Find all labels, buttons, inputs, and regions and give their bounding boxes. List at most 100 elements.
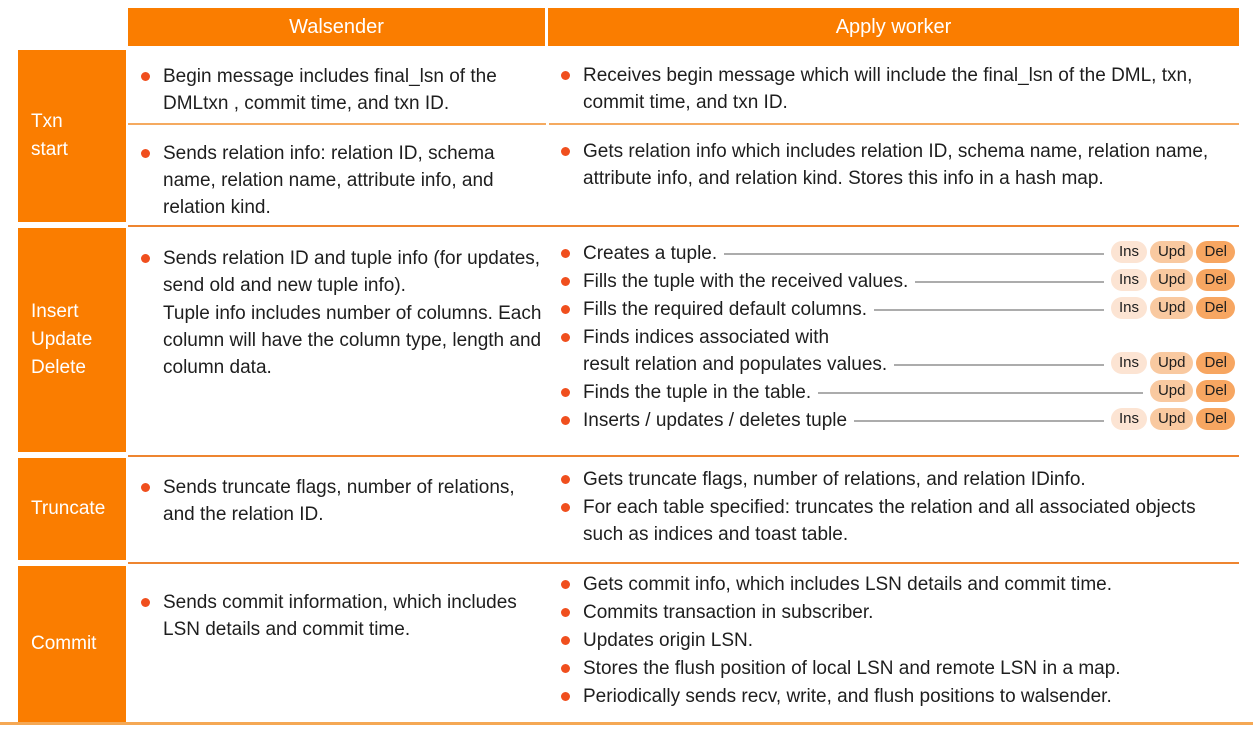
- cell-commit-walsender: Sends commit information, which includes…: [128, 564, 546, 722]
- cell-iud-walsender: Sends relation ID and tuple info (for up…: [128, 227, 546, 455]
- row-divider-major: [128, 455, 1239, 457]
- bullet-icon: [141, 483, 150, 492]
- column-header-walsender: Walsender: [128, 8, 545, 46]
- cell-txn-start-walsender-begin: Begin message includes final_lsn of the …: [128, 50, 546, 123]
- del-badge: Del: [1196, 269, 1235, 291]
- badge-group: Upd Del: [1149, 380, 1235, 402]
- badge-group: Ins Upd Del: [1110, 297, 1235, 319]
- list-item-text: Fills the tuple with the received values…: [583, 271, 909, 292]
- list-item-text: Gets truncate flags, number of relations…: [583, 469, 1086, 490]
- badge-list-item: Inserts / updates / deletes tuple Ins Up…: [558, 407, 1235, 434]
- list-item-text: Inserts / updates / deletes tuple: [583, 410, 848, 431]
- list-item: Gets commit info, which includes LSN det…: [558, 571, 1233, 598]
- list-item-text: Finds the tuple in the table.: [583, 382, 812, 403]
- table-bottom-line: [0, 722, 1253, 725]
- list-item-text: Creates a tuple.: [583, 243, 718, 264]
- bullet-icon: [561, 692, 570, 701]
- list-item: For each table specified: truncates the …: [558, 494, 1233, 548]
- ins-badge: Ins: [1110, 352, 1147, 374]
- column-header-apply-worker: Apply worker: [548, 8, 1239, 46]
- list-item: Sends commit information, which includes…: [138, 589, 542, 643]
- del-badge: Del: [1196, 408, 1235, 430]
- row-label-line: Txn: [31, 111, 63, 132]
- bullet-icon: [561, 388, 570, 397]
- badge-group: Ins Upd Del: [1110, 352, 1235, 374]
- row-label-commit: Commit: [18, 566, 126, 722]
- list-item: Stores the flush position of local LSN a…: [558, 655, 1233, 682]
- row-divider-major: [128, 562, 1239, 564]
- list-item-text: For each table specified: truncates the …: [583, 497, 1196, 545]
- badge-list-item: Finds the tuple in the table. Upd Del: [558, 379, 1235, 406]
- row-label-line: start: [31, 139, 68, 160]
- bullet-icon: [141, 72, 150, 81]
- cell-truncate-walsender: Sends truncate flags, number of relation…: [128, 457, 546, 562]
- row-label-txn-start: Txn start: [18, 50, 126, 222]
- list-item-text: Begin message includes final_lsn of the …: [163, 66, 497, 114]
- bullet-icon: [561, 608, 570, 617]
- del-badge: Del: [1196, 352, 1235, 374]
- badge-list-item: Finds indices associated with result rel…: [558, 324, 1235, 378]
- list-item: Sends truncate flags, number of relation…: [138, 474, 542, 528]
- upd-badge: Upd: [1149, 352, 1194, 374]
- del-badge: Del: [1196, 241, 1235, 263]
- bullet-icon: [561, 580, 570, 589]
- upd-badge: Upd: [1149, 269, 1194, 291]
- list-item-text: Periodically sends recv, write, and flus…: [583, 686, 1112, 707]
- list-item: Periodically sends recv, write, and flus…: [558, 683, 1233, 710]
- del-badge: Del: [1196, 380, 1235, 402]
- paragraph-text: Tuple info includes number of columns. E…: [163, 303, 542, 378]
- list-item: Updates origin LSN.: [558, 627, 1233, 654]
- list-item-text: Gets commit info, which includes LSN det…: [583, 574, 1113, 595]
- badge-list-item: Fills the required default columns. Ins …: [558, 296, 1235, 323]
- upd-badge: Upd: [1149, 380, 1194, 402]
- list-item: Commits transaction in subscriber.: [558, 599, 1233, 626]
- badge-group: Ins Upd Del: [1110, 408, 1235, 430]
- ins-badge: Ins: [1110, 241, 1147, 263]
- badge-item-left: Finds indices associated with result rel…: [558, 324, 887, 378]
- badge-item-left: Fills the tuple with the received values…: [558, 268, 908, 295]
- row-label-line: Delete: [31, 357, 86, 378]
- badge-item-left: Fills the required default columns.: [558, 296, 867, 323]
- cell-truncate-apply: Gets truncate flags, number of relations…: [549, 457, 1239, 562]
- cell-iud-apply: Creates a tuple. Ins Upd Del Fills the t…: [549, 227, 1239, 455]
- list-item-text: Sends relation info: relation ID, schema…: [163, 143, 495, 218]
- ins-badge: Ins: [1110, 408, 1147, 430]
- list-item-text: Gets relation info which includes relati…: [583, 141, 1209, 189]
- row-divider-major: [128, 225, 1239, 227]
- connector-line: [915, 281, 1104, 283]
- row-label-line: Truncate: [31, 498, 106, 519]
- badge-item-left: Inserts / updates / deletes tuple: [558, 407, 847, 434]
- cell-txn-start-apply-relation: Gets relation info which includes relati…: [549, 125, 1239, 225]
- list-item-text: Updates origin LSN.: [583, 630, 754, 651]
- bullet-icon: [561, 305, 570, 314]
- bullet-icon: [141, 254, 150, 263]
- bullet-icon: [561, 71, 570, 80]
- bullet-icon: [561, 664, 570, 673]
- list-item-text-line: result relation and populates values.: [583, 354, 888, 375]
- upd-badge: Upd: [1149, 241, 1194, 263]
- bullet-icon: [561, 503, 570, 512]
- connector-line: [818, 392, 1143, 394]
- ins-badge: Ins: [1110, 269, 1147, 291]
- bullet-icon: [561, 636, 570, 645]
- column-header-walsender-label: Walsender: [289, 15, 384, 38]
- bullet-icon: [561, 277, 570, 286]
- row-divider-minor: [128, 123, 546, 125]
- list-item: Gets relation info which includes relati…: [558, 138, 1229, 192]
- badge-list-item: Creates a tuple. Ins Upd Del: [558, 240, 1235, 267]
- cell-commit-apply: Gets commit info, which includes LSN det…: [549, 564, 1239, 722]
- list-item-text: Commits transaction in subscriber.: [583, 602, 874, 623]
- list-item-text: Stores the flush position of local LSN a…: [583, 658, 1121, 679]
- row-divider-minor: [549, 123, 1239, 125]
- list-item-text: Sends truncate flags, number of relation…: [163, 477, 515, 525]
- list-item-text-line: Finds indices associated with: [583, 327, 830, 348]
- list-item: Begin message includes final_lsn of the …: [138, 63, 542, 117]
- badge-item-left: Finds the tuple in the table.: [558, 379, 811, 406]
- badge-item-left: Creates a tuple.: [558, 240, 717, 267]
- bullet-icon: [141, 598, 150, 607]
- row-label-truncate: Truncate: [18, 458, 126, 560]
- bullet-icon: [141, 149, 150, 158]
- list-item-text: Receives begin message which will includ…: [583, 65, 1193, 113]
- row-label-line: Commit: [31, 633, 97, 654]
